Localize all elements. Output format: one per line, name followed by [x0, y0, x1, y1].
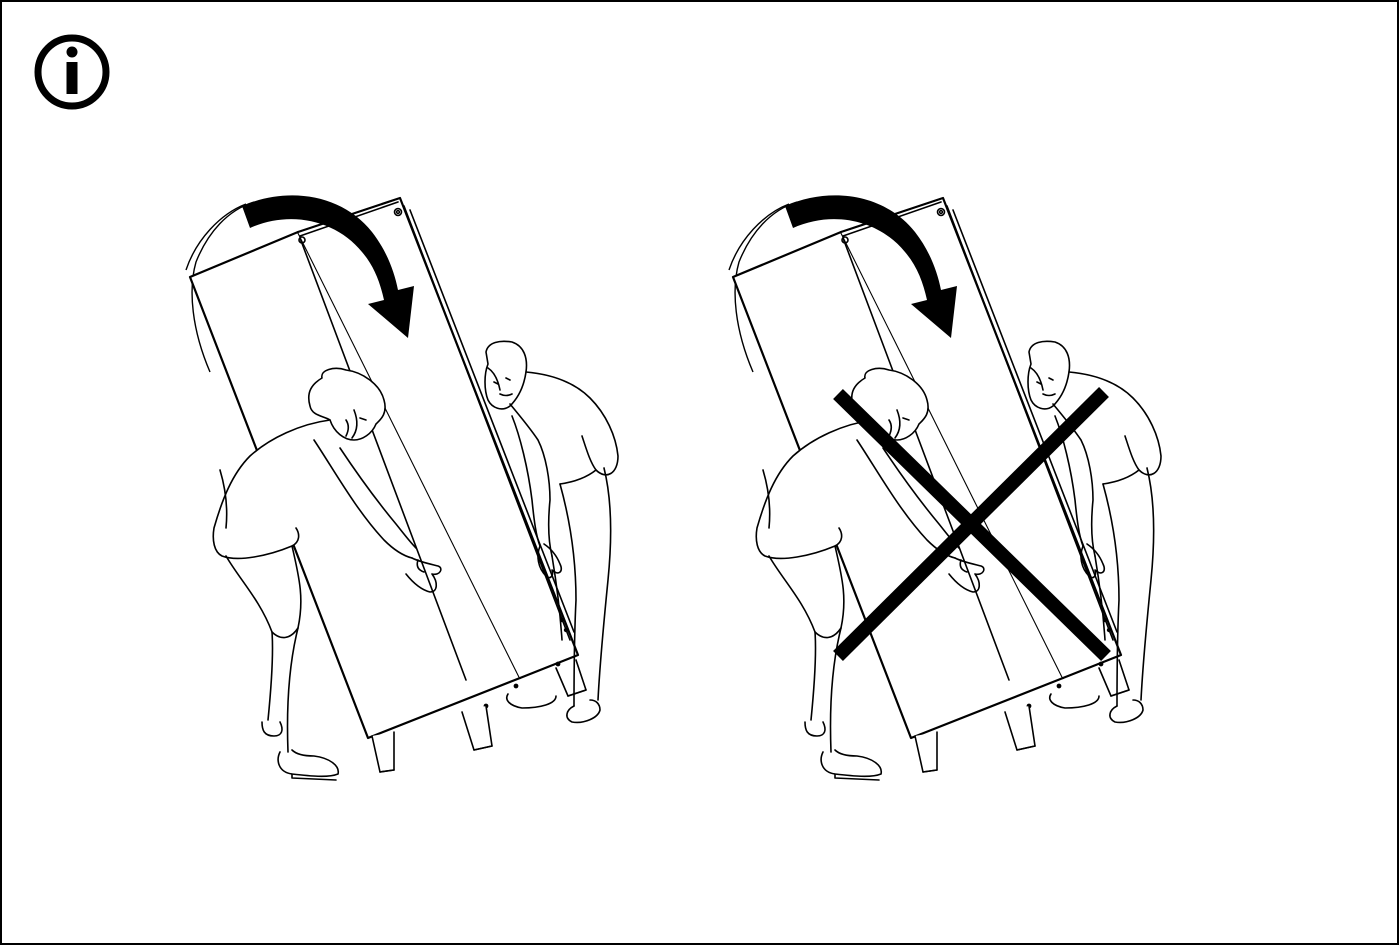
- cross-mark-icon: [833, 387, 1111, 662]
- info-icon: [34, 34, 110, 110]
- info-badge: [34, 34, 110, 110]
